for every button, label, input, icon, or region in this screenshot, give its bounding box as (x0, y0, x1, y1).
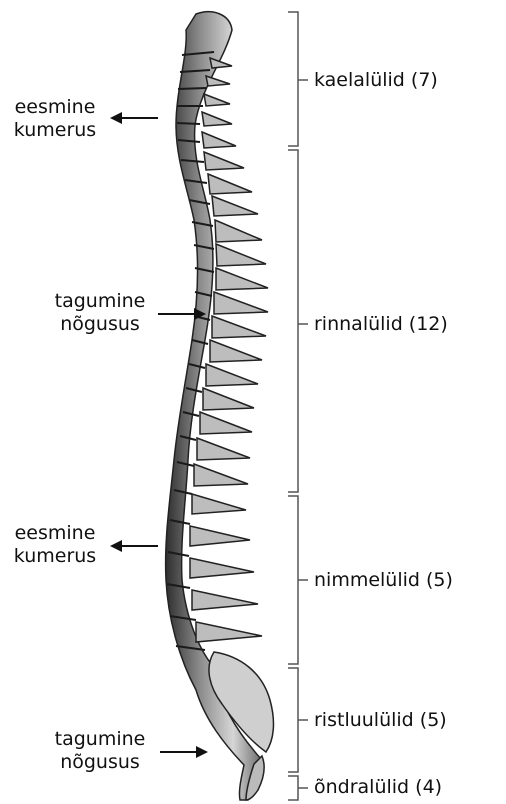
arrow-sacral-curvature (160, 746, 208, 758)
label-sacral-vertebrae: ristluulülid (5) (314, 709, 447, 732)
region-brackets (288, 12, 308, 800)
spinal-column (166, 12, 274, 800)
label-line: kumerus (10, 119, 100, 142)
label-line: eesmine (10, 522, 100, 545)
label-lumbar-curvature: eesmine kumerus (10, 522, 100, 568)
bracket-sacral (288, 668, 308, 772)
arrow-lumbar-curvature (110, 540, 158, 552)
label-sacral-curvature: tagumine nõgusus (46, 728, 154, 774)
label-line: kumerus (10, 545, 100, 568)
label-coccygeal-vertebrae: õndralülid (4) (314, 776, 442, 799)
label-line: tagumine (46, 290, 154, 313)
bracket-lumbar (288, 496, 308, 664)
label-line: nõgusus (46, 313, 154, 336)
label-cervical-curvature: eesmine kumerus (10, 96, 100, 142)
label-thoracic-vertebrae: rinnalülid (12) (314, 313, 448, 336)
label-lumbar-vertebrae: nimmelülid (5) (314, 569, 453, 592)
arrow-cervical-curvature (110, 112, 158, 124)
label-line: eesmine (10, 96, 100, 119)
label-line: nõgusus (46, 751, 154, 774)
label-cervical-vertebrae: kaelalülid (7) (314, 69, 438, 92)
label-line: tagumine (46, 728, 154, 751)
bracket-thoracic (288, 150, 308, 492)
bracket-coccygeal (288, 776, 308, 800)
bracket-cervical (288, 12, 308, 146)
label-thoracic-curvature: tagumine nõgusus (46, 290, 154, 336)
